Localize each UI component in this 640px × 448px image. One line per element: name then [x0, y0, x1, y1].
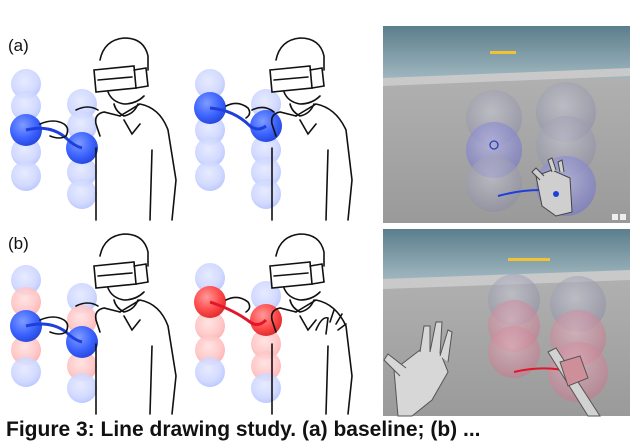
target-ball [67, 373, 97, 403]
target-ball [67, 283, 97, 313]
target-ball [11, 357, 41, 387]
person-outline [39, 233, 177, 415]
target-ball [67, 351, 97, 381]
target-ball [251, 351, 281, 381]
person-outline [225, 233, 353, 415]
target-ball [67, 157, 97, 187]
target-ball [195, 115, 225, 145]
vr-view-a [383, 26, 630, 223]
target-ball [195, 263, 225, 293]
target-ball [251, 373, 281, 403]
person-outline [39, 37, 177, 221]
target-ball [67, 89, 97, 119]
target-ball [195, 311, 225, 341]
sketch-a2 [194, 37, 353, 221]
target-ball [67, 179, 97, 209]
drawn-stroke [209, 300, 268, 327]
drawn-stroke [25, 126, 83, 150]
target-ball [251, 157, 281, 187]
sketch-b2 [194, 233, 353, 415]
target-ball [195, 137, 225, 167]
target-ball [11, 335, 41, 365]
target-ball [11, 287, 41, 317]
panel-label-b: (b) [8, 234, 29, 253]
target-ball [11, 265, 41, 295]
target-ball [195, 69, 225, 99]
vr-controller [547, 347, 601, 417]
target-ball [195, 357, 225, 387]
panel-label-a: (a) [8, 36, 29, 55]
target-ball [11, 137, 41, 167]
target-ball [67, 305, 97, 335]
drawn-stroke [209, 106, 267, 131]
target-ball [11, 91, 41, 121]
target-ball [11, 161, 41, 191]
vr-view-b [383, 229, 630, 417]
vr-sign [490, 51, 516, 54]
figure-caption: Figure 3: Line drawing study. (a) baseli… [6, 418, 481, 441]
target-ball [251, 179, 281, 209]
target-ball [251, 329, 281, 359]
target-ball [11, 69, 41, 99]
vr-left-hand [383, 321, 453, 417]
vr-sign [508, 258, 550, 261]
target-ball [195, 335, 225, 365]
sketch-b1 [10, 233, 177, 415]
sketch-a1 [10, 37, 177, 221]
target-ball [67, 111, 97, 141]
person-outline [225, 37, 353, 221]
target-ball [251, 135, 281, 165]
target-ball [195, 161, 225, 191]
